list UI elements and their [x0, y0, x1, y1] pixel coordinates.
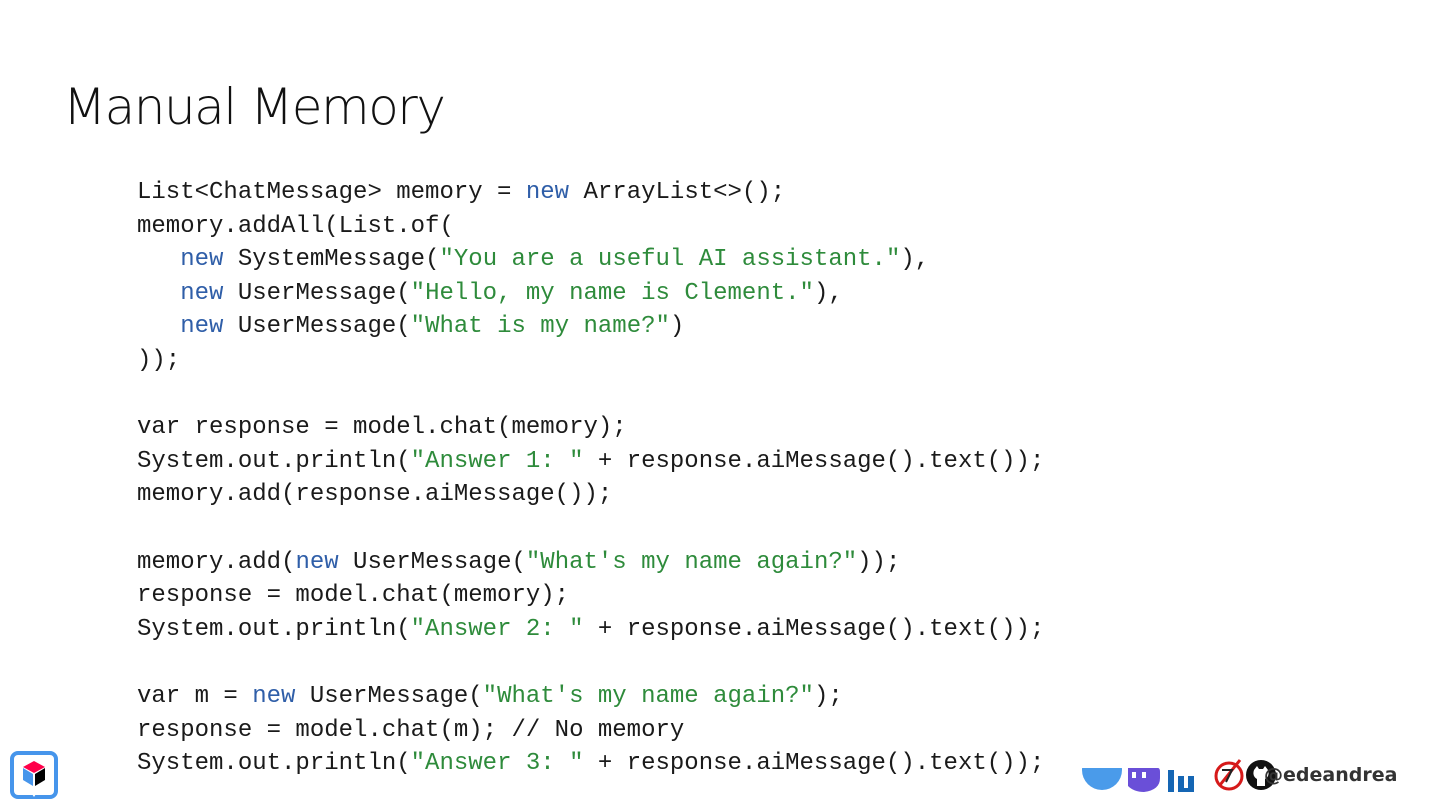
code-line: System.out.println("Answer 2: " + respon…	[137, 613, 1044, 647]
code-string: "You are a useful AI assistant."	[439, 246, 901, 274]
code-keyword: new	[180, 313, 224, 341]
code-keyword: new	[295, 548, 339, 576]
code-text: ),	[900, 246, 930, 274]
code-line: response = model.chat(memory);	[137, 579, 1044, 613]
code-text: memory.add(	[137, 548, 296, 576]
code-text: ),	[813, 279, 843, 307]
code-line: response = model.chat(m); // No memory	[137, 714, 1044, 748]
code-block: List<ChatMessage> memory = new ArrayList…	[137, 176, 1044, 781]
code-text: System.out.println(	[137, 615, 411, 643]
code-text: + response.aiMessage().text());	[583, 615, 1045, 643]
code-line: System.out.println("Answer 1: " + respon…	[137, 445, 1044, 479]
code-keyword: new	[180, 279, 224, 307]
code-line: ));	[137, 344, 1044, 378]
code-string: "What's my name again?"	[482, 682, 814, 710]
code-text: UserMessage(	[223, 279, 411, 307]
code-text: ));	[137, 346, 181, 374]
code-text	[137, 246, 180, 273]
code-text: response = model.chat(memory);	[137, 582, 570, 610]
code-keyword: new	[180, 246, 224, 274]
code-string: "Answer 2: "	[410, 615, 584, 643]
code-text: UserMessage(	[223, 313, 411, 341]
bluesky-icon[interactable]	[1082, 750, 1122, 802]
code-line: System.out.println("Answer 3: " + respon…	[137, 747, 1044, 781]
code-text	[137, 313, 180, 340]
code-line: memory.add(response.aiMessage());	[137, 478, 1044, 512]
code-line	[137, 378, 1044, 412]
code-text: ArrayList<>();	[569, 179, 786, 206]
linkedin-icon[interactable]	[1166, 768, 1204, 802]
code-text: var m =	[137, 682, 253, 710]
code-line: var m = new UserMessage("What's my name …	[137, 680, 1044, 714]
code-text: UserMessage(	[338, 548, 526, 576]
code-line: new SystemMessage("You are a useful AI a…	[137, 243, 1044, 277]
code-line	[137, 512, 1044, 546]
code-text	[137, 280, 180, 307]
code-line: memory.addAll(List.of(	[137, 210, 1044, 244]
code-string: "What is my name?"	[410, 313, 670, 341]
code-line: new UserMessage("Hello, my name is Cleme…	[137, 277, 1044, 311]
code-text: memory.addAll(List.of(	[137, 212, 454, 240]
code-keyword: new	[525, 179, 570, 206]
code-text: response = model.chat(m); // No memory	[137, 716, 685, 744]
code-text: System.out.println(	[137, 447, 411, 475]
code-text: UserMessage(	[295, 682, 483, 710]
code-text: var response = model.chat(memory);	[137, 414, 627, 442]
github-icon[interactable]	[1244, 758, 1278, 796]
code-string: "Answer 3: "	[410, 750, 584, 778]
slide-title: Manual Memory	[63, 78, 446, 136]
code-keyword: new	[252, 682, 296, 710]
code-text: ));	[857, 548, 901, 576]
no-twitter-icon[interactable]	[1212, 756, 1246, 798]
code-text: )	[669, 313, 685, 341]
code-line: var response = model.chat(memory);	[137, 411, 1044, 445]
code-string: "What's my name again?"	[525, 548, 858, 576]
quarkus-logo-icon	[10, 751, 58, 799]
social-icons	[1080, 750, 1276, 798]
code-line: memory.add(new UserMessage("What's my na…	[137, 546, 1044, 580]
code-text: );	[813, 682, 843, 710]
code-text: System.out.println(	[137, 750, 411, 778]
code-text: + response.aiMessage().text());	[583, 447, 1045, 475]
code-text: + response.aiMessage().text());	[583, 750, 1045, 778]
code-line: List<ChatMessage> memory = new ArrayList…	[137, 176, 1044, 210]
code-text: SystemMessage(	[223, 246, 440, 274]
code-string: "Hello, my name is Clement."	[410, 279, 814, 307]
code-text: List<ChatMessage> memory =	[137, 179, 526, 206]
twitter-handle: @edeandrea	[1264, 764, 1398, 786]
code-line	[137, 646, 1044, 680]
mastodon-icon[interactable]	[1124, 768, 1162, 802]
code-string: "Answer 1: "	[410, 447, 584, 475]
code-text: memory.add(response.aiMessage());	[137, 481, 613, 509]
code-line: new UserMessage("What is my name?")	[137, 310, 1044, 344]
